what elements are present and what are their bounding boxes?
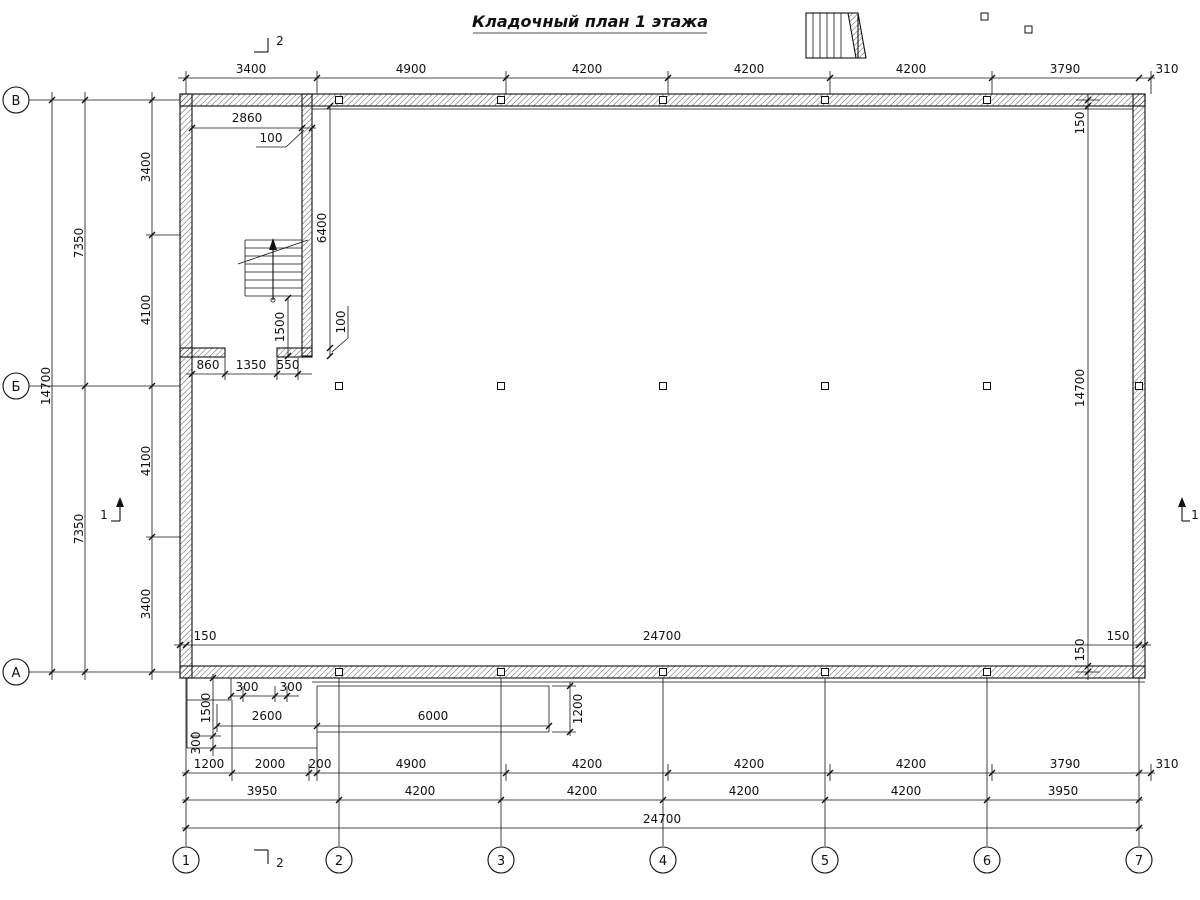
svg-text:2860: 2860: [232, 111, 263, 125]
svg-text:1500: 1500: [273, 312, 287, 343]
axis-row-label: В: [12, 94, 21, 109]
svg-text:200: 200: [309, 757, 332, 771]
svg-text:6000: 6000: [418, 709, 449, 723]
axis-col-label: 4: [659, 854, 667, 869]
svg-text:4200: 4200: [896, 62, 927, 76]
svg-text:150: 150: [194, 629, 217, 643]
svg-text:3400: 3400: [139, 152, 153, 183]
axis-markers-bottom: 1 2 3 4 5 6 7: [172, 678, 1153, 874]
svg-text:14700: 14700: [1073, 369, 1087, 407]
svg-text:300: 300: [189, 732, 203, 755]
axis-col-label: 7: [1135, 854, 1143, 869]
stair-direction-arrow: [269, 238, 277, 250]
svg-text:1200: 1200: [194, 757, 225, 771]
axis-col-label: 3: [497, 854, 505, 869]
axis-col-label: 5: [821, 854, 829, 869]
svg-text:3790: 3790: [1050, 757, 1081, 771]
svg-text:2600: 2600: [252, 709, 283, 723]
svg-text:1: 1: [100, 508, 108, 522]
section-marker-2-bottom: 2: [254, 849, 284, 870]
dim-bottom: 1200 2000 200 4900 4200 4200 4200 3790 3…: [182, 700, 1179, 832]
svg-text:7350: 7350: [72, 514, 86, 545]
svg-text:4200: 4200: [729, 784, 760, 798]
svg-text:24700: 24700: [643, 629, 681, 643]
svg-text:150: 150: [1073, 639, 1087, 662]
svg-text:2000: 2000: [255, 757, 286, 771]
svg-text:4200: 4200: [572, 757, 603, 771]
svg-text:24700: 24700: [643, 812, 681, 826]
svg-text:2: 2: [276, 34, 284, 48]
columns: [335, 12, 1143, 676]
detail-marker-square: [1024, 25, 1033, 34]
drawing-title: Кладочный план 1 этажа: [472, 12, 708, 31]
svg-text:4200: 4200: [891, 784, 922, 798]
dim-top: 3400 4900 4200 4200 4200 3790 310: [178, 62, 1178, 94]
svg-text:4900: 4900: [396, 62, 427, 76]
axis-markers-left: В Б А: [2, 86, 180, 686]
svg-text:300: 300: [236, 680, 259, 694]
svg-text:550: 550: [277, 358, 300, 372]
svg-text:4200: 4200: [734, 62, 765, 76]
svg-text:300: 300: [280, 680, 303, 694]
detail-marker-square: [980, 12, 989, 21]
svg-text:310: 310: [1156, 757, 1179, 771]
svg-text:4200: 4200: [734, 757, 765, 771]
svg-text:150: 150: [1073, 112, 1087, 135]
svg-text:4200: 4200: [896, 757, 927, 771]
svg-text:860: 860: [197, 358, 220, 372]
section-arrow: [1178, 497, 1186, 507]
svg-text:4200: 4200: [405, 784, 436, 798]
axis-col-label: 6: [983, 854, 991, 869]
svg-text:1350: 1350: [236, 358, 267, 372]
dim-inner: 150 24700 150 150 14700 150: [174, 94, 1151, 680]
svg-text:3790: 3790: [1050, 62, 1081, 76]
svg-text:4200: 4200: [572, 62, 603, 76]
staircase-plan: [237, 238, 309, 303]
svg-text:1200: 1200: [571, 694, 585, 725]
svg-text:2: 2: [276, 856, 284, 870]
axis-row-label: А: [12, 666, 21, 681]
staircase-detail-icon: [805, 12, 867, 59]
svg-text:4100: 4100: [139, 295, 153, 326]
svg-text:310: 310: [1156, 62, 1179, 76]
dim-room: 2860 100 6400 1500 100 860 1350 550: [186, 102, 349, 380]
svg-text:3950: 3950: [1048, 784, 1079, 798]
svg-text:3400: 3400: [236, 62, 267, 76]
svg-text:4200: 4200: [567, 784, 598, 798]
svg-text:7350: 7350: [72, 228, 86, 259]
axis-col-label: 1: [182, 854, 190, 869]
svg-text:4900: 4900: [396, 757, 427, 771]
section-marker-1-right: 1: [1178, 497, 1199, 522]
svg-text:150: 150: [1107, 629, 1130, 643]
svg-text:3400: 3400: [139, 589, 153, 620]
section-arrow: [116, 497, 124, 507]
section-marker-1-left: 1: [100, 497, 124, 522]
svg-text:4100: 4100: [139, 446, 153, 477]
svg-text:100: 100: [260, 131, 283, 145]
svg-text:100: 100: [334, 311, 348, 334]
svg-text:3950: 3950: [247, 784, 278, 798]
porch: 300 300 1500 300 2600 6000 1200: [186, 674, 585, 756]
svg-text:1: 1: [1191, 508, 1199, 522]
section-marker-2-top: 2: [254, 34, 284, 53]
axis-col-label: 2: [335, 854, 343, 869]
svg-text:1500: 1500: [199, 693, 213, 724]
axis-row-label: Б: [12, 380, 21, 395]
svg-text:6400: 6400: [315, 213, 329, 244]
